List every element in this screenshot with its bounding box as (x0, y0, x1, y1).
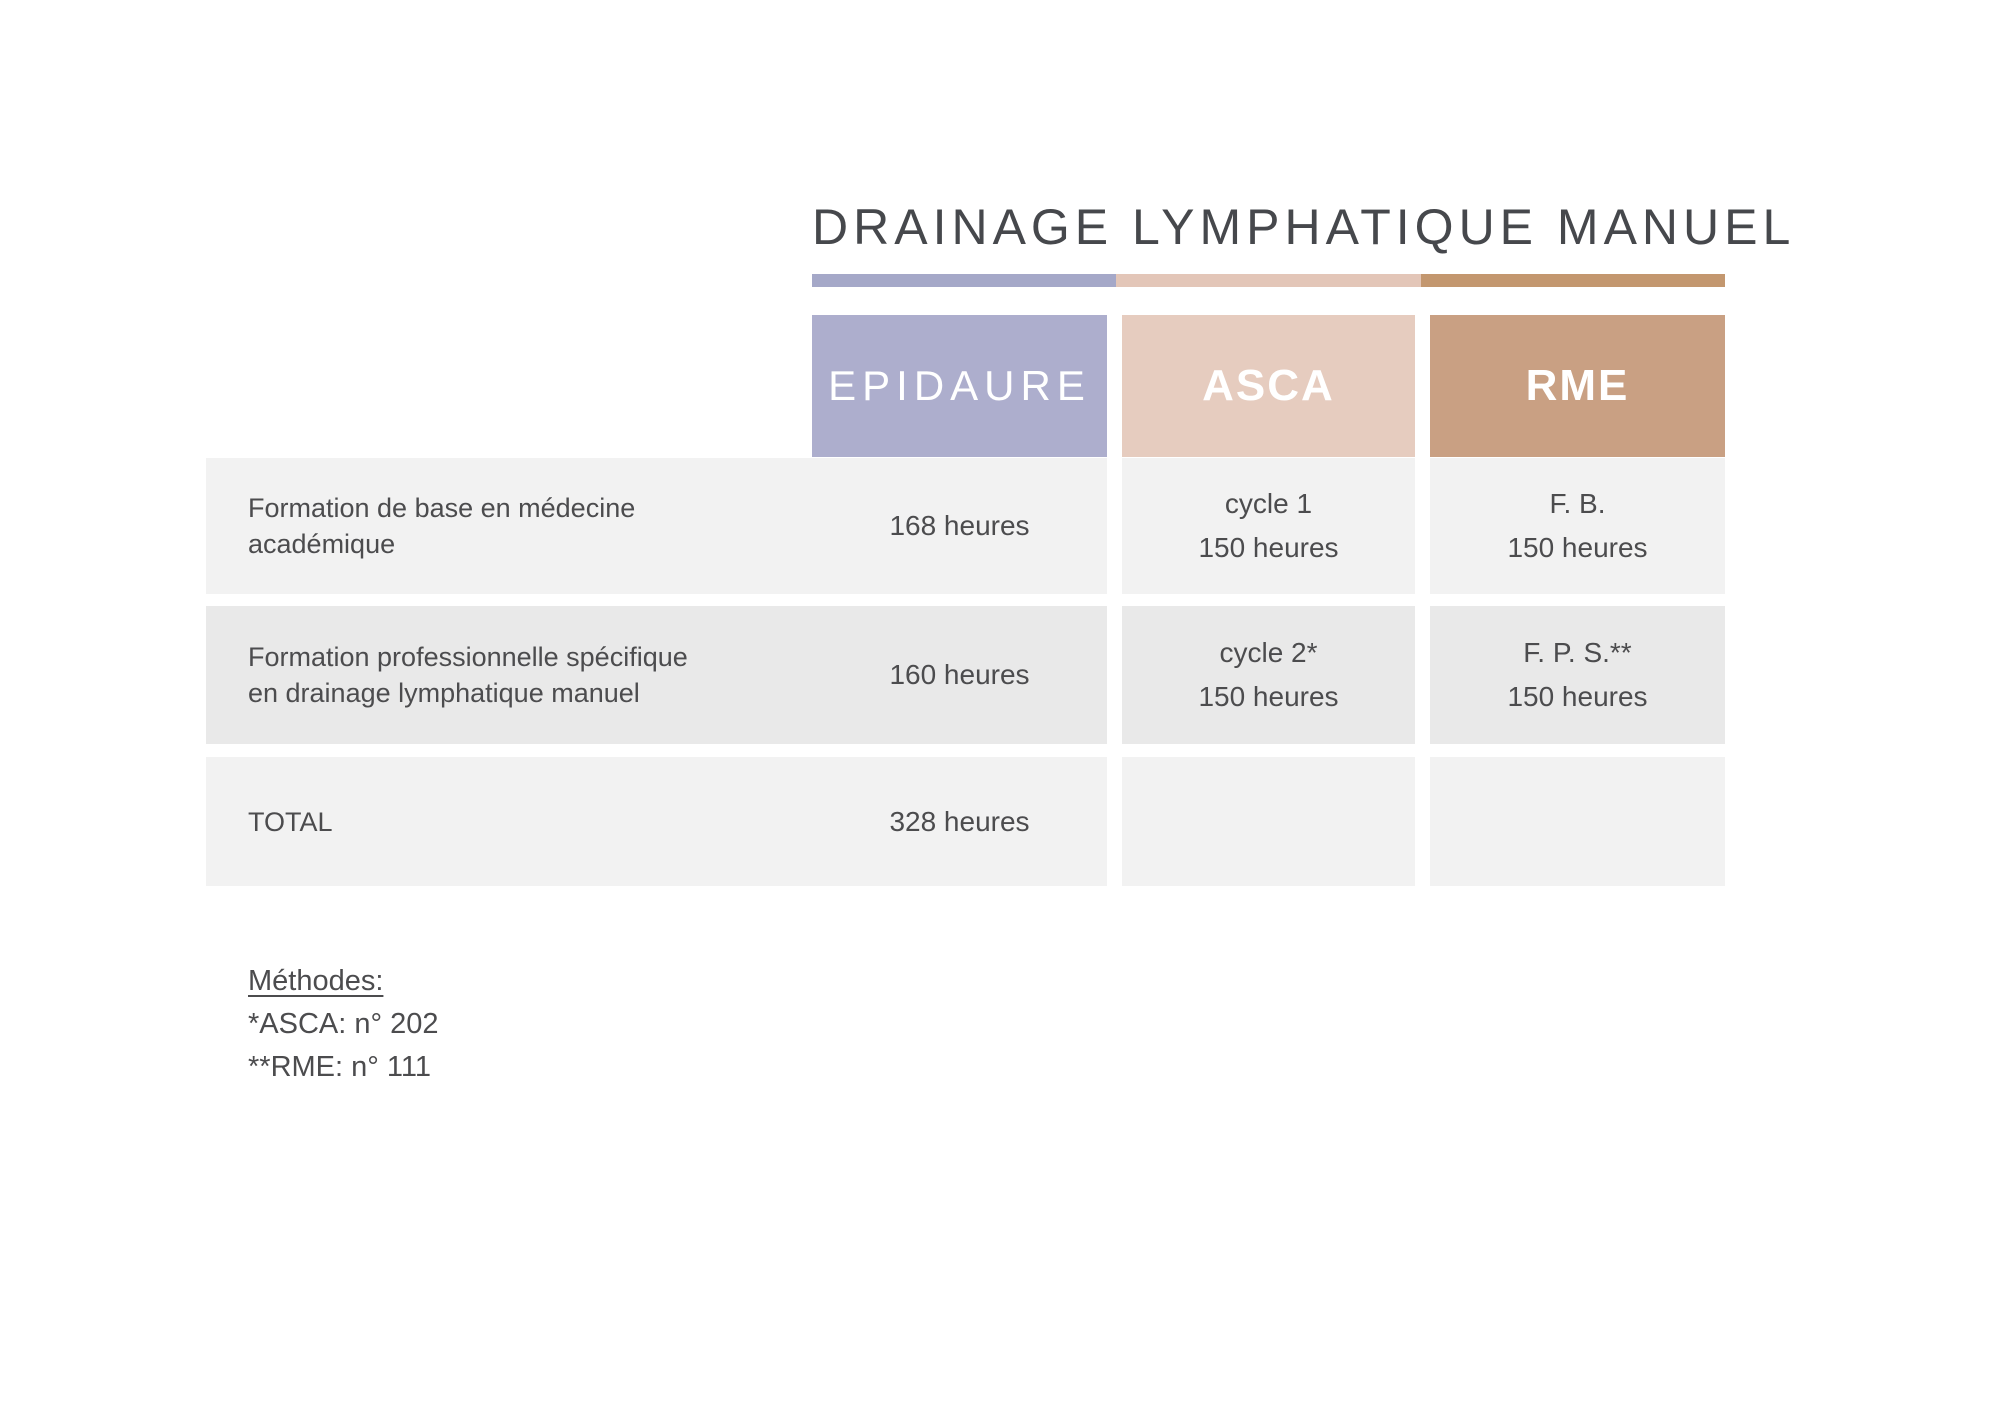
accent-bar-segment-rme (1420, 274, 1725, 287)
table-row-formation-professionnelle-left-block: Formation professionnelle spécifique en … (206, 606, 1107, 744)
accent-bar-segment-asca (1116, 274, 1421, 287)
column-header-epidaure: EPIDAURE (812, 315, 1107, 457)
table-row-formation-base-left-block: Formation de base en médecine académique… (206, 458, 1107, 594)
footnotes: Méthodes: *ASCA: n° 202 **RME: n° 111 (248, 960, 439, 1089)
row-label-formation-base: Formation de base en médecine académique (248, 493, 636, 559)
accent-bar-segment-epidaure (812, 274, 1117, 287)
row-label-total: TOTAL (248, 806, 333, 837)
page-title: DRAINAGE LYMPHATIQUE MANUEL (812, 199, 1796, 255)
column-header-rme: RME (1430, 315, 1725, 457)
row-value-epidaure-total: 328 heures (889, 805, 1030, 837)
column-header-rme-label: RME (1525, 361, 1630, 410)
row-value-epidaure-formation-base: 168 heures (889, 510, 1030, 541)
footnotes-heading: Méthodes: (248, 965, 384, 997)
cell-asca-formation-base: cycle 1 150 heures (1122, 458, 1415, 594)
column-header-epidaure-label: EPIDAURE (828, 362, 1091, 409)
column-header-asca: ASCA (1122, 315, 1415, 457)
footnote-rme: **RME: n° 111 (248, 1051, 431, 1083)
cell-rme-formation-base: F. B. 150 heures (1430, 458, 1725, 594)
row-value-epidaure-formation-professionnelle: 160 heures (889, 659, 1030, 690)
cell-asca-formation-professionnelle: cycle 2* 150 heures (1122, 606, 1415, 744)
cell-rme-formation-professionnelle: F. P. S.** 150 heures (1430, 606, 1725, 744)
accent-bar (812, 274, 1725, 287)
cell-asca-total (1122, 757, 1415, 886)
footnote-asca: *ASCA: n° 202 (248, 1008, 439, 1040)
column-header-asca-label: ASCA (1202, 361, 1335, 410)
table-row-total-left-block: TOTAL 328 heures (206, 757, 1107, 886)
row-label-formation-professionnelle: Formation professionnelle spécifique en … (248, 642, 688, 708)
cell-rme-total (1430, 757, 1725, 886)
